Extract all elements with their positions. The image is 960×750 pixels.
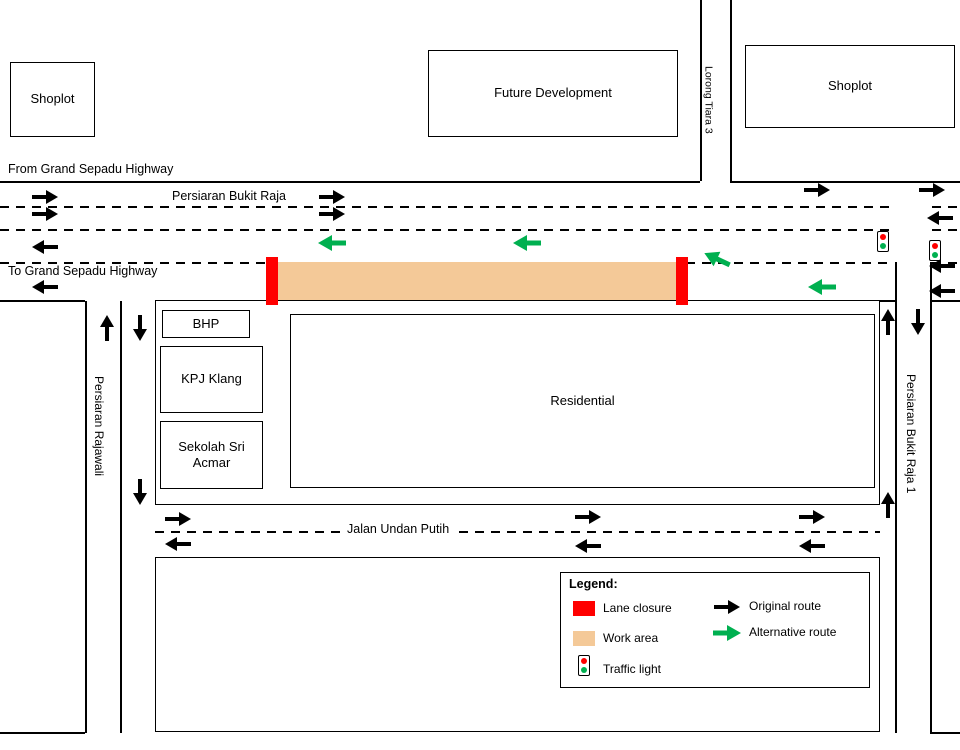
original-route-arrow: [32, 280, 58, 294]
traffic-light-icon: [877, 231, 889, 252]
original-route-arrow: [799, 539, 825, 553]
alternative-route-merge-arrow: [700, 245, 734, 273]
shoplot-left-box: Shoplot: [10, 62, 95, 137]
shoplot-left-label: Shoplot: [30, 91, 75, 107]
future-development-label: Future Development: [494, 85, 612, 101]
lane-closure-bar: [266, 257, 278, 305]
persiaran-bukit-raja-1-label: Persiaran Bukit Raja 1: [904, 374, 919, 494]
sekolah-label: Sekolah Sri Acmar: [178, 438, 245, 470]
bottom-block-outline: [155, 557, 880, 732]
work-area-swatch: [573, 631, 595, 646]
original-route-arrow: [881, 309, 895, 335]
alternative-route-arrow: [318, 235, 346, 251]
original-route-arrow: [927, 211, 953, 225]
road-edge: [85, 301, 87, 733]
lane-divider: [0, 262, 270, 264]
persiaran-rajawali-label: Persiaran Rajawali: [92, 376, 107, 477]
lane-closure-bar: [676, 257, 688, 305]
residential-box: Residential: [290, 314, 875, 488]
lorong-tiara-3-label: Lorong Tiara 3: [702, 66, 715, 134]
original-route-arrow: [165, 537, 191, 551]
persiaran-bukit-raja-label: Persiaran Bukit Raja: [172, 189, 286, 203]
road-center-line: [120, 301, 122, 733]
red-light-dot: [581, 658, 587, 665]
shoplot-right-label: Shoplot: [827, 78, 873, 94]
original-route-arrow: [929, 284, 955, 298]
original-route-arrow: [881, 492, 895, 518]
road-edge: [700, 0, 702, 181]
road-edge: [930, 300, 960, 302]
lane-closure-swatch: [573, 601, 595, 616]
original-route-arrow: [165, 512, 191, 526]
original-route-arrow: [319, 207, 345, 221]
residential-label: Residential: [550, 392, 615, 408]
legend-title: Legend:: [569, 577, 618, 591]
road-edge: [730, 181, 960, 183]
original-route-arrow: [804, 183, 830, 197]
lane-divider: [686, 262, 893, 264]
green-light-dot: [932, 251, 938, 258]
original-route-arrow: [929, 259, 955, 273]
lane-divider: [0, 229, 893, 231]
lane-divider: [932, 206, 960, 208]
original-route-arrow: [575, 539, 601, 553]
red-light-dot: [880, 234, 886, 241]
lane-closure-label: Lane closure: [603, 601, 672, 615]
original-route-arrow: [799, 510, 825, 524]
green-light-dot: [880, 242, 886, 249]
road-edge: [930, 732, 960, 734]
original-route-arrow: [32, 190, 58, 204]
alternative-route-arrow-icon: [713, 625, 741, 641]
green-light-dot: [581, 666, 587, 673]
road-edge: [0, 732, 85, 734]
bhp-box: BHP: [162, 310, 250, 338]
original-route-arrow: [32, 240, 58, 254]
work-area-label: Work area: [603, 631, 659, 645]
road-center-line: [895, 262, 897, 733]
future-development-box: Future Development: [428, 50, 678, 137]
to-highway-label: To Grand Sepadu Highway: [8, 264, 158, 278]
kpj-klang-box: KPJ Klang: [160, 346, 263, 413]
road-edge: [880, 300, 895, 302]
jalan-undan-putih-label: Jalan Undan Putih: [342, 522, 455, 537]
lane-divider: [932, 262, 960, 264]
traffic-light-label: Traffic light: [603, 662, 662, 676]
red-light-dot: [932, 243, 938, 250]
road-edge: [0, 181, 700, 183]
lane-divider: [0, 206, 893, 208]
legend: Legend: Lane closure Work area Traffic l…: [560, 572, 870, 688]
road-edge: [0, 300, 85, 302]
original-route-arrow-icon: [714, 600, 740, 614]
original-route-arrow: [100, 315, 114, 341]
from-highway-label: From Grand Sepadu Highway: [8, 162, 174, 176]
original-route-arrow: [919, 183, 945, 197]
original-route-label: Original route: [749, 599, 822, 613]
original-route-arrow: [319, 190, 345, 204]
original-route-arrow: [911, 309, 925, 335]
lane-divider: [155, 531, 880, 533]
kpj-klang-label: KPJ Klang: [181, 371, 242, 387]
work-area: [272, 262, 682, 301]
alternative-route-label: Alternative route: [749, 625, 837, 639]
road-edge: [730, 0, 732, 181]
road-edge: [930, 262, 932, 733]
original-route-arrow: [133, 479, 147, 505]
original-route-arrow: [133, 315, 147, 341]
shoplot-right-box: Shoplot: [745, 45, 955, 128]
alternative-route-arrow: [808, 279, 836, 295]
alternative-route-arrow: [513, 235, 541, 251]
lane-divider: [932, 229, 960, 231]
sekolah-box: Sekolah Sri Acmar: [160, 421, 263, 489]
traffic-light-icon: [578, 655, 590, 676]
bhp-label: BHP: [192, 315, 220, 331]
original-route-arrow: [575, 510, 601, 524]
traffic-light-icon: [929, 240, 941, 261]
residential-block-outline: [155, 300, 880, 505]
original-route-arrow: [32, 207, 58, 221]
